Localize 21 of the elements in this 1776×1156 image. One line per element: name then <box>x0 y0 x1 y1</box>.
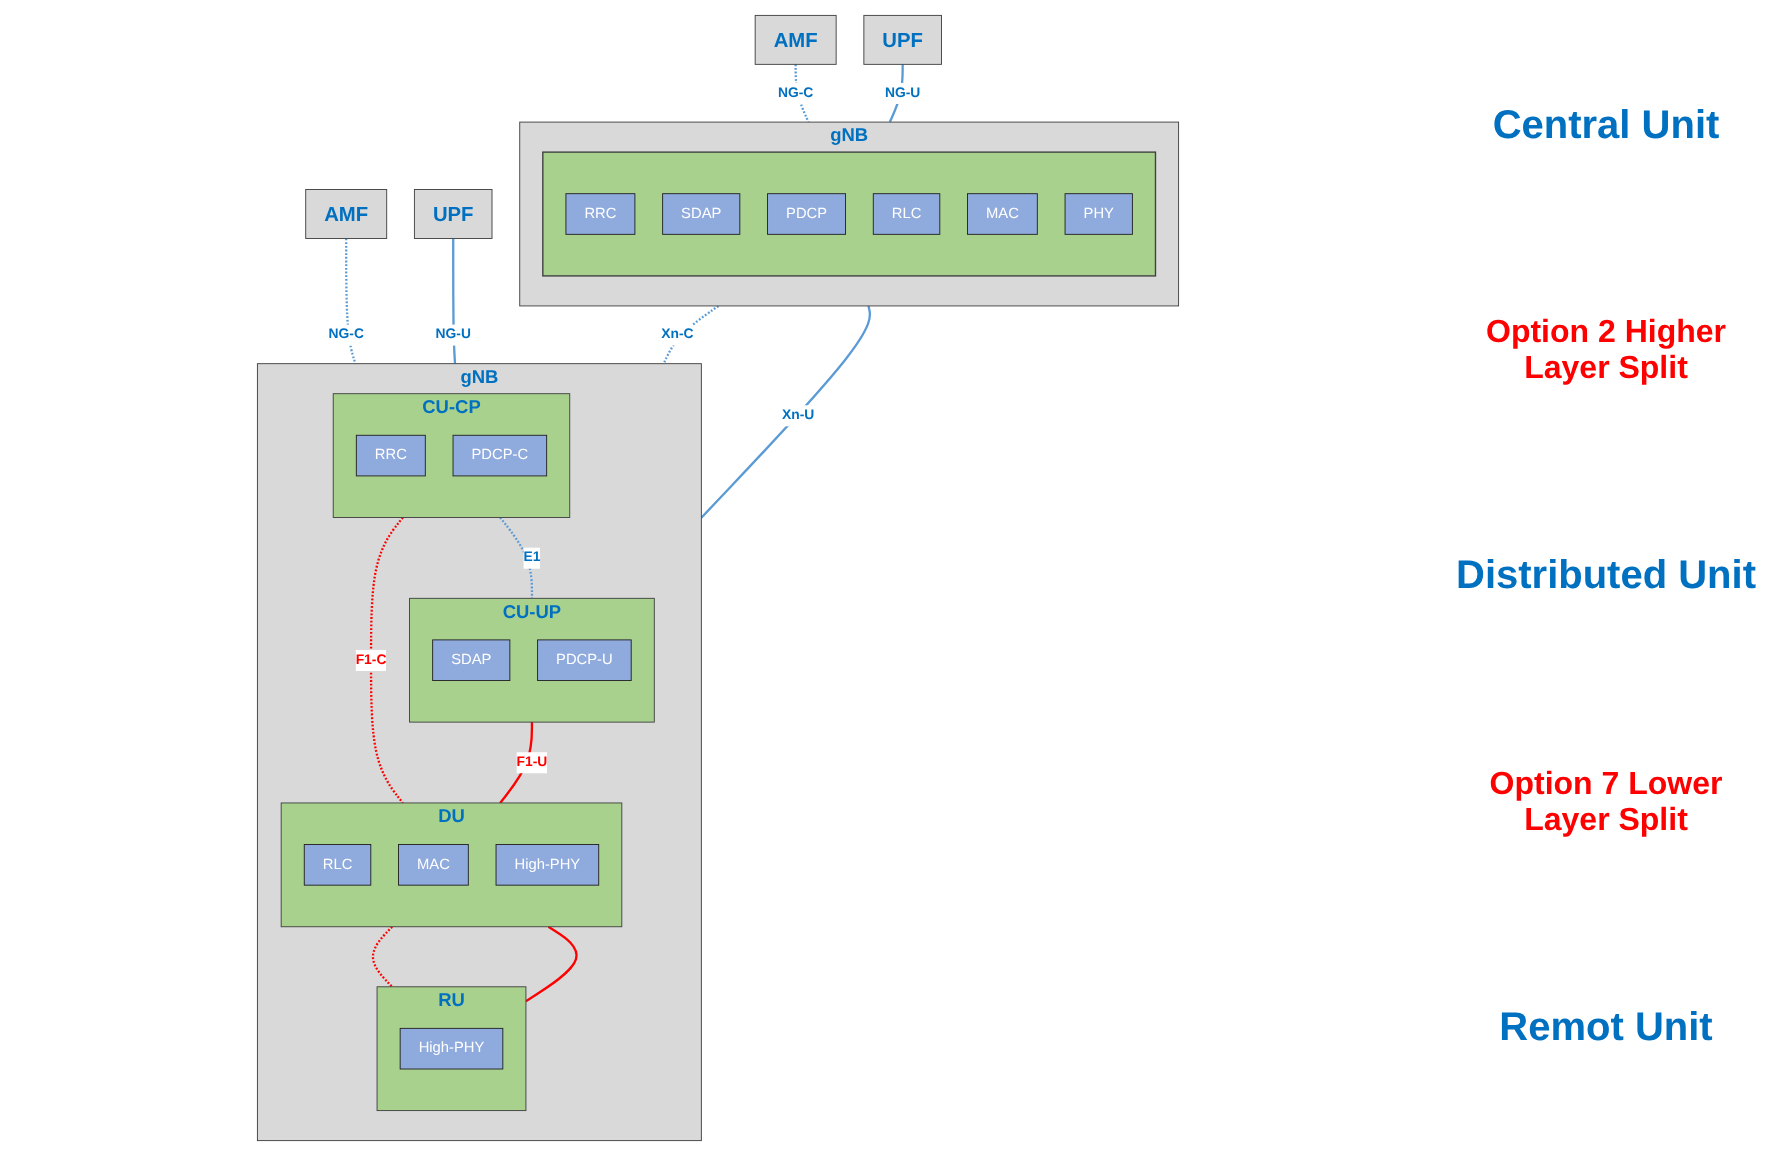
split-option-label: Option 2 Higher Layer Split <box>1484 316 1728 389</box>
connector <box>371 925 393 988</box>
node-box: AMF <box>754 14 837 65</box>
connector <box>794 64 810 123</box>
connector <box>662 305 720 365</box>
connector <box>700 305 872 519</box>
connector <box>499 722 534 804</box>
connector <box>888 64 904 123</box>
connector <box>345 238 357 365</box>
connector <box>525 925 578 1003</box>
connector <box>499 516 534 599</box>
connector <box>369 516 404 804</box>
unit-label: Central Unit <box>1490 103 1722 150</box>
node-box: AMF <box>305 189 388 239</box>
split-option-label: Option 7 Lower Layer Split <box>1487 767 1725 840</box>
connector <box>452 238 457 364</box>
cluster <box>542 151 1157 277</box>
node-box: UPF <box>863 14 942 65</box>
unit-label: Remot Unit <box>1497 1006 1715 1053</box>
unit-label: Distributed Unit <box>1454 554 1758 601</box>
node-box: UPF <box>413 189 493 239</box>
